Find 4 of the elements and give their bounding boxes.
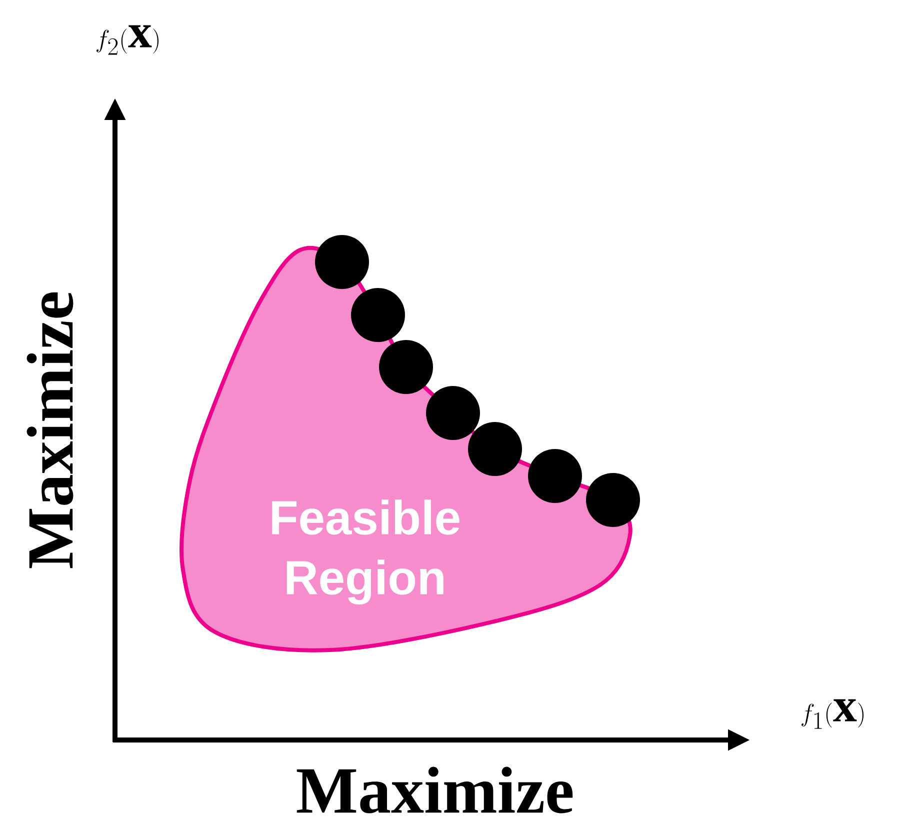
axis-label: $f_2(\mathbf{x})$: [96, 25, 158, 55]
axis-title: Maximize: [26, 292, 74, 568]
axis-label: $f_1(\mathbf{x})$: [802, 699, 864, 729]
axis-title: Maximize: [296, 766, 573, 814]
